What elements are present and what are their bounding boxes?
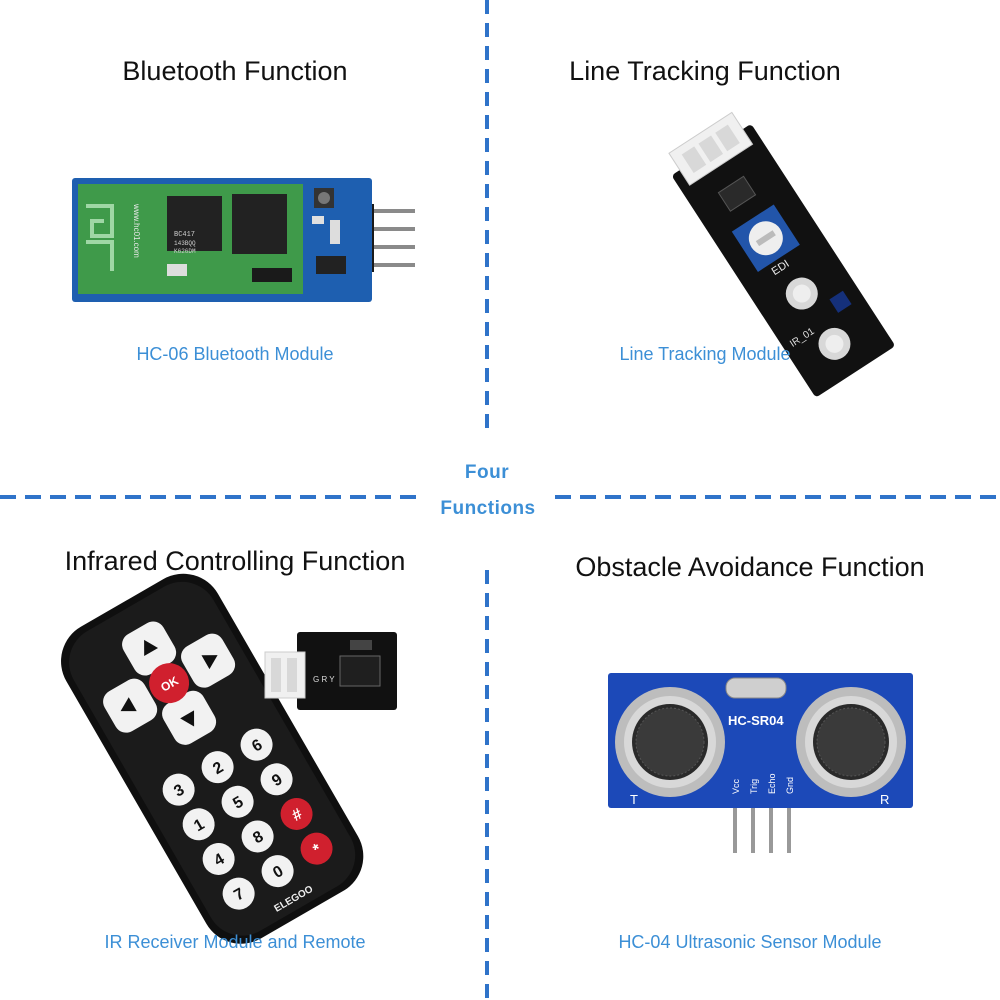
bluetooth-chip-label: BC417 bbox=[174, 231, 195, 239]
line-tracking-module-image: EDI IR_01 bbox=[668, 111, 894, 397]
ultrasonic-transducer-right bbox=[796, 687, 906, 797]
pin-echo-label: Echo bbox=[767, 773, 777, 794]
hc-sr04-label: HC-SR04 bbox=[728, 713, 784, 728]
infrared-caption: IR Receiver Module and Remote bbox=[104, 932, 366, 952]
bluetooth-side-text: www.hc01.com bbox=[132, 203, 141, 258]
pin-vcc-label: Vcc bbox=[731, 778, 741, 794]
center-label-line2: Functions bbox=[440, 498, 536, 519]
hc-sr04-ultrasonic-module-image: HC-SR04 Vcc Trig Echo Gnd T R bbox=[608, 673, 913, 853]
bluetooth-chip-sub: 143BQQ bbox=[174, 240, 196, 247]
ir-keypad: 3 2 6 1 5 9 4 8 # 7 0 * bbox=[162, 728, 333, 910]
obstacle-caption: HC-04 Ultrasonic Sensor Module bbox=[618, 932, 882, 952]
hc06-bluetooth-module-image: BC417 143BQQ K626DM www.hc01.com bbox=[72, 178, 415, 302]
bluetooth-chip-sub2: K626DM bbox=[174, 248, 196, 255]
pin-trig-label: Trig bbox=[749, 779, 759, 794]
bluetooth-caption: HC-06 Bluetooth Module bbox=[136, 344, 334, 364]
receiver-label: R bbox=[880, 792, 889, 807]
bluetooth-title: Bluetooth Function bbox=[122, 56, 348, 86]
obstacle-title: Obstacle Avoidance Function bbox=[575, 552, 925, 582]
ir-remote-image: OK 3 2 6 1 5 9 4 8 # 7 0 * ELEGOO bbox=[61, 573, 364, 944]
ir-receiver-module-image: G R Y bbox=[264, 632, 397, 710]
ir-dpad: OK bbox=[103, 621, 236, 745]
transmitter-label: T bbox=[630, 792, 638, 807]
ultrasonic-pins bbox=[733, 798, 791, 853]
center-label-line1: Four bbox=[464, 462, 510, 483]
receiver-pin-labels: G R Y bbox=[313, 675, 335, 684]
ultrasonic-transducer-left bbox=[615, 687, 725, 797]
infrared-title: Infrared Controlling Function bbox=[64, 546, 406, 576]
line-tracking-title: Line Tracking Function bbox=[569, 56, 841, 86]
pin-gnd-label: Gnd bbox=[785, 777, 795, 794]
line-tracking-caption: Line Tracking Module bbox=[619, 344, 791, 364]
